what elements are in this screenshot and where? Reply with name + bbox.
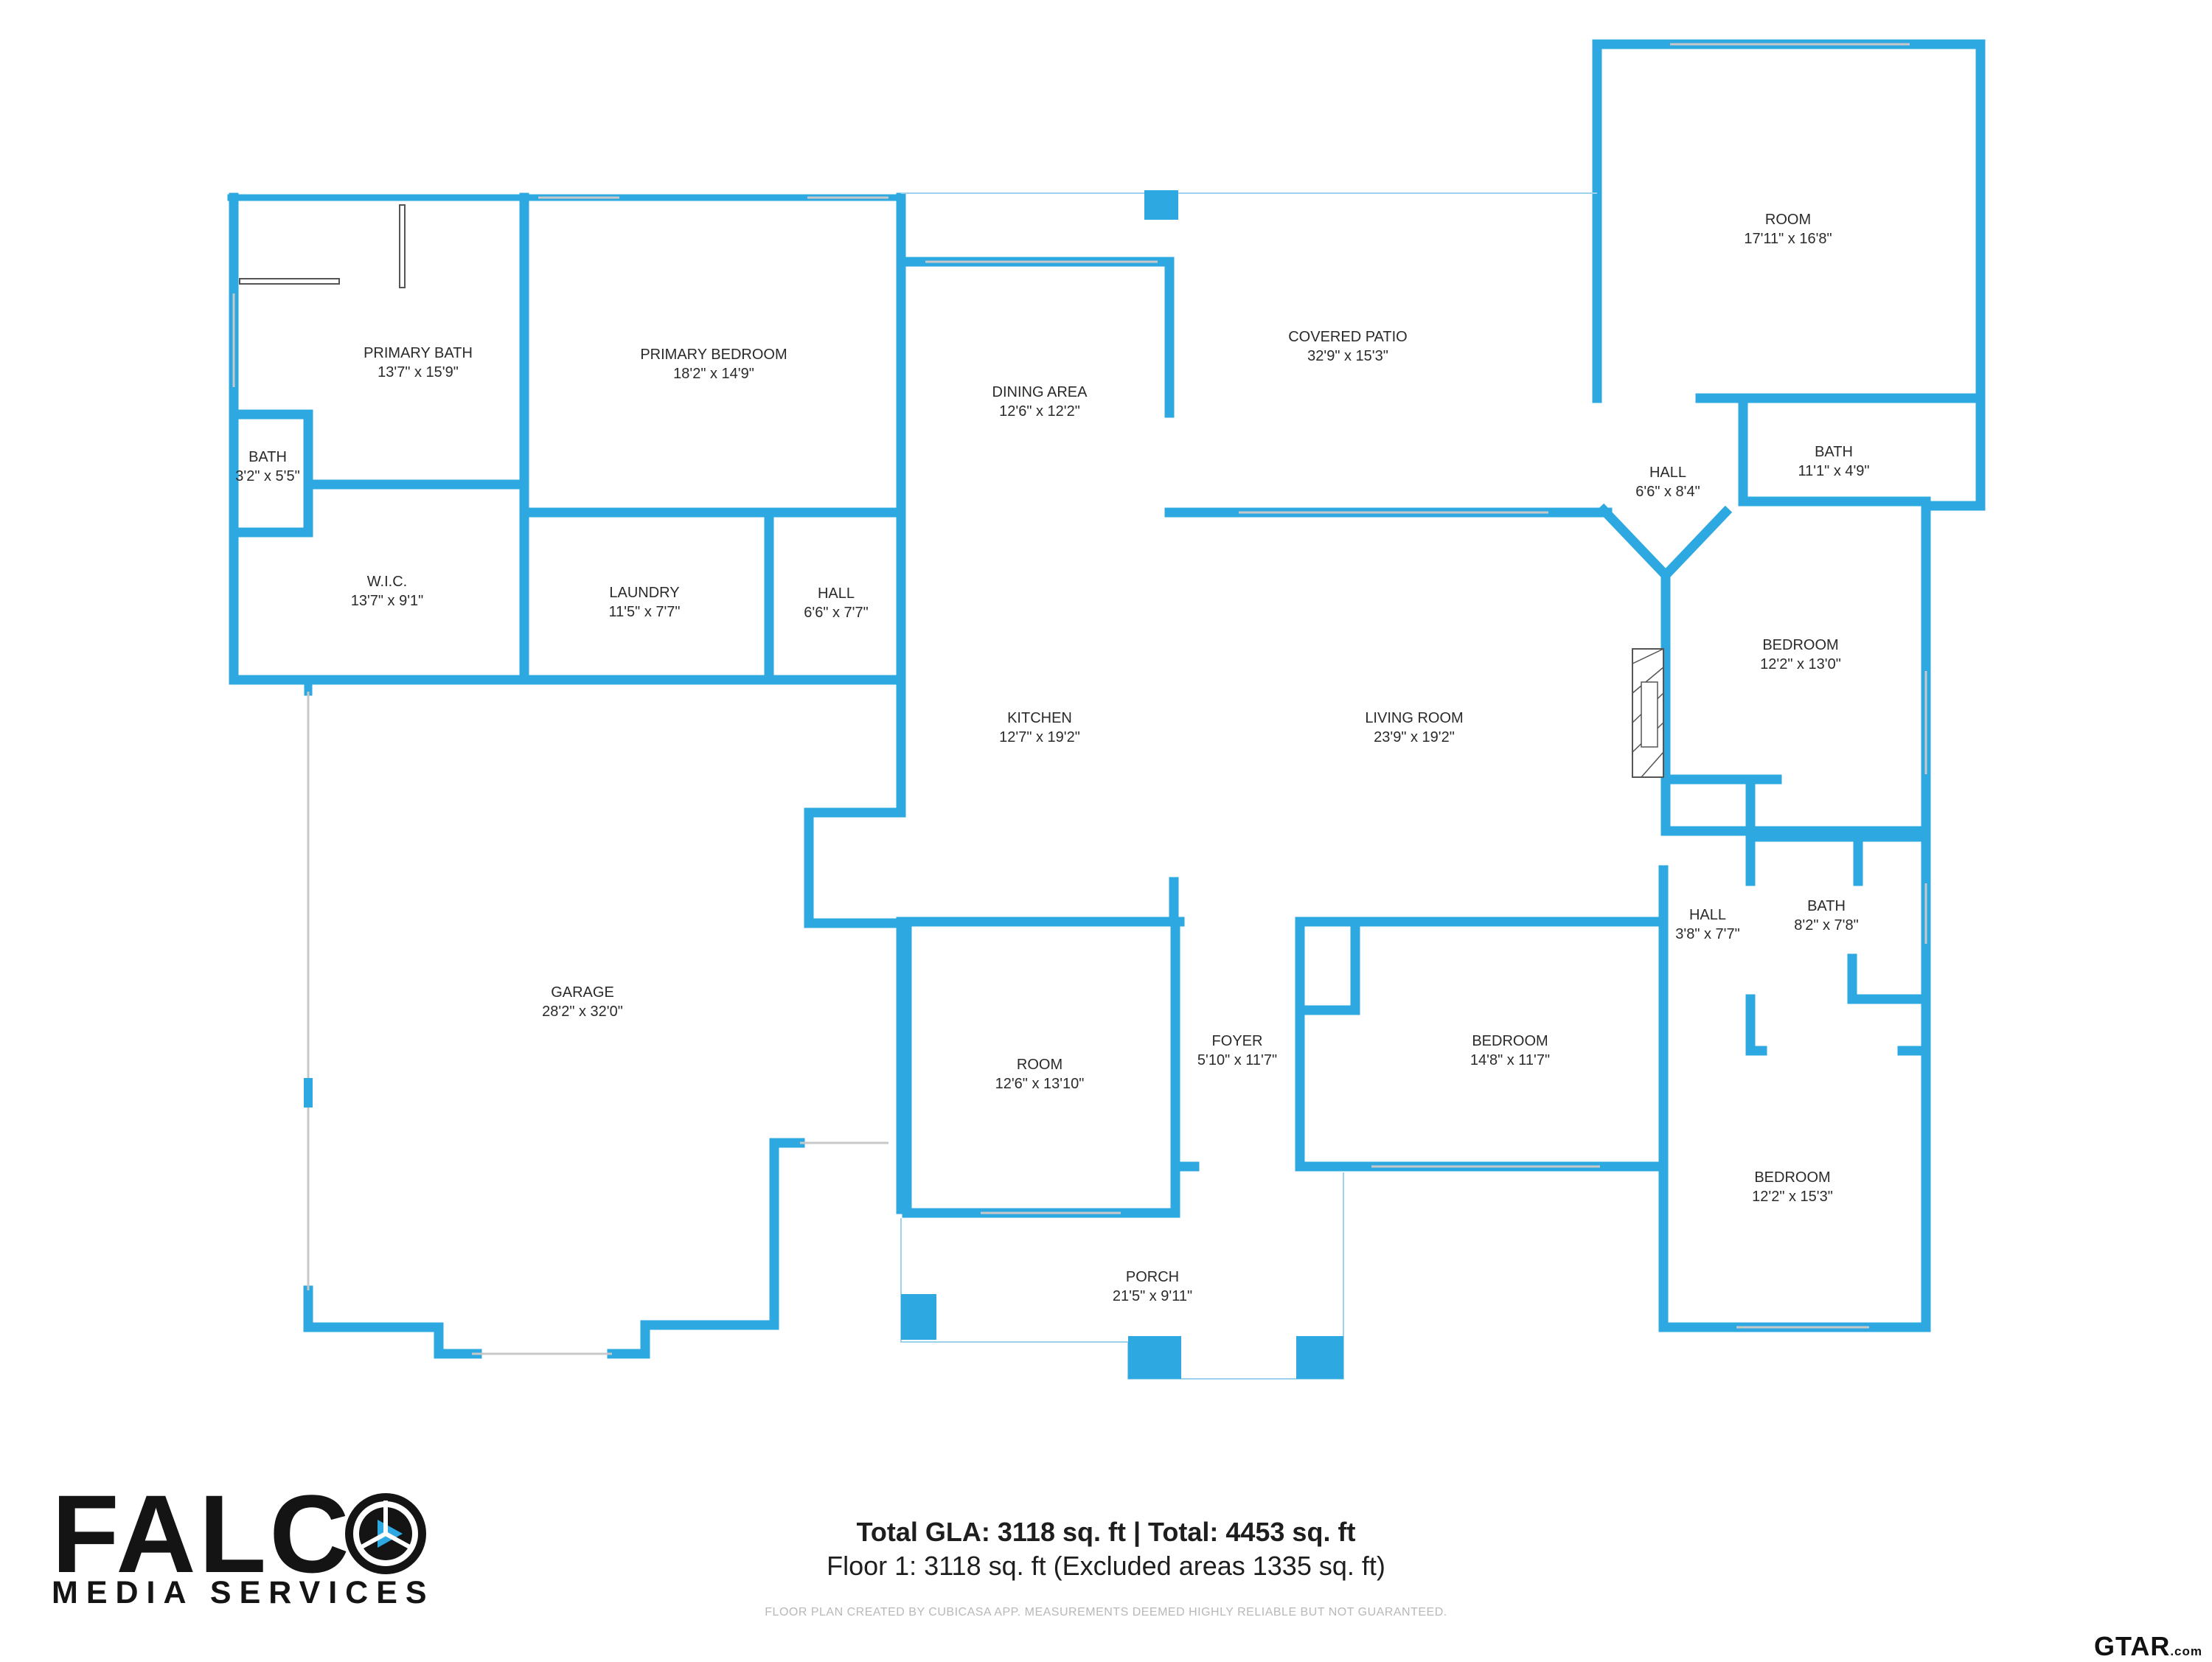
room-dim-foyer: 5'10" x 11'7" bbox=[1197, 1052, 1277, 1068]
floor-plan: PRIMARY BATH 13'7" x 15'9" PRIMARY BEDROOM… bbox=[227, 39, 1986, 1380]
wall-bath-mid bbox=[229, 409, 313, 538]
column bbox=[1296, 1336, 1343, 1379]
porch-edge bbox=[900, 1172, 1344, 1380]
gtar-suffix: .com bbox=[2170, 1644, 2203, 1658]
room-dim-room-upper: 17'11" x 16'8" bbox=[1744, 231, 1832, 247]
room-dim-dining-area: 12'6" x 12'2" bbox=[999, 403, 1080, 420]
room-dim-bath-right: 8'2" x 7'8" bbox=[1794, 917, 1858, 933]
room-dim-bedroom-front: 14'8" x 11'7" bbox=[1470, 1052, 1550, 1068]
columns bbox=[304, 190, 1343, 1379]
room-name-room-front: ROOM bbox=[1017, 1057, 1062, 1073]
room-name-bath-small: BATH bbox=[248, 449, 287, 465]
room-dim-hall-right: 3'8" x 7'7" bbox=[1675, 926, 1739, 942]
patio-outline bbox=[900, 192, 1597, 1380]
wall-room-upper bbox=[1592, 39, 1986, 1332]
room-name-covered-patio: COVERED PATIO bbox=[1288, 329, 1408, 345]
room-dim-hall-left: 6'6" x 7'7" bbox=[804, 605, 868, 621]
column bbox=[901, 1294, 936, 1340]
room-name-foyer: FOYER bbox=[1212, 1033, 1263, 1049]
logo-word: FALC bbox=[52, 1472, 352, 1596]
area-totals: Total GLA: 3118 sq. ft | Total: 4453 sq.… bbox=[664, 1515, 1548, 1583]
room-name-hall-upper-right: HALL bbox=[1649, 465, 1686, 481]
total-area-line: Total GLA: 3118 sq. ft | Total: 4453 sq.… bbox=[856, 1517, 1356, 1547]
room-name-laundry: LAUNDRY bbox=[609, 585, 679, 601]
column bbox=[1128, 1336, 1181, 1379]
walls bbox=[227, 39, 1986, 1359]
windows bbox=[232, 43, 1927, 1355]
room-dim-garage: 28'2" x 32'0" bbox=[542, 1004, 623, 1020]
gtar-main: GTAR bbox=[2094, 1631, 2171, 1661]
logo-subtitle: MEDIA SERVICES bbox=[52, 1575, 435, 1610]
room-dim-bedroom-right-lower: 12'2" x 15'3" bbox=[1752, 1189, 1833, 1205]
falco-logo: FALC MEDIA SERVICES bbox=[52, 1478, 435, 1611]
room-dim-bath-upper-right: 11'1" x 4'9" bbox=[1798, 463, 1869, 479]
room-name-bedroom-front: BEDROOM bbox=[1472, 1033, 1548, 1049]
room-name-room-upper: ROOM bbox=[1765, 212, 1811, 228]
room-dim-room-front: 12'6" x 13'10" bbox=[995, 1076, 1085, 1092]
room-name-primary-bedroom: PRIMARY BEDROOM bbox=[640, 347, 787, 363]
room-name-bedroom-right-upper: BEDROOM bbox=[1762, 637, 1838, 653]
room-name-bedroom-right-lower: BEDROOM bbox=[1754, 1169, 1830, 1186]
room-name-garage: GARAGE bbox=[551, 984, 614, 1001]
room-name-dining-area: DINING AREA bbox=[992, 384, 1088, 400]
gtar-watermark: GTAR.com bbox=[2094, 1631, 2202, 1662]
room-labels: PRIMARY BATH 13'7" x 15'9" PRIMARY BEDROOM… bbox=[235, 212, 1869, 1304]
room-dim-living-room: 23'9" x 19'2" bbox=[1374, 729, 1455, 745]
wall-bath-right-lower bbox=[1745, 994, 1767, 1056]
wall-hall-angle bbox=[1596, 503, 1733, 583]
room-name-hall-left: HALL bbox=[818, 585, 855, 602]
fireplace bbox=[1632, 648, 1664, 778]
room-dim-wic: 13'7" x 9'1" bbox=[351, 593, 424, 609]
wall-garage-right bbox=[804, 675, 906, 1214]
room-dim-covered-patio: 32'9" x 15'3" bbox=[1307, 348, 1388, 364]
disclaimer: FLOOR PLAN CREATED BY CUBICASA APP. MEAS… bbox=[765, 1606, 1447, 1618]
column bbox=[1144, 190, 1178, 220]
room-name-living-room: LIVING ROOM bbox=[1365, 710, 1463, 726]
room-name-kitchen: KITCHEN bbox=[1007, 710, 1072, 726]
play-circle-icon bbox=[345, 1493, 426, 1574]
room-name-porch: PORCH bbox=[1126, 1269, 1179, 1285]
wall-bedroom-right-upper bbox=[1660, 570, 1931, 836]
column bbox=[304, 1078, 313, 1108]
wall-garage-bottom-right bbox=[607, 1138, 805, 1359]
room-dim-bath-small: 3'2" x 5'5" bbox=[235, 468, 299, 484]
room-dim-hall-upper-right: 6'6" x 8'4" bbox=[1635, 484, 1700, 500]
room-dim-bedroom-right-upper: 12'2" x 13'0" bbox=[1760, 656, 1841, 672]
room-name-primary-bath: PRIMARY BATH bbox=[364, 345, 473, 361]
wall-foyer-closet bbox=[1295, 920, 1360, 1015]
floor-area-line: Floor 1: 3118 sq. ft (Excluded areas 133… bbox=[827, 1551, 1385, 1581]
room-name-bath-upper-right: BATH bbox=[1815, 444, 1853, 460]
room-dim-primary-bedroom: 18'2" x 14'9" bbox=[673, 366, 754, 382]
shower-glass bbox=[239, 204, 406, 288]
room-name-wic: W.I.C. bbox=[367, 574, 407, 590]
room-name-bath-right: BATH bbox=[1807, 898, 1846, 914]
wall-bath-right-bottom bbox=[1847, 953, 1931, 1004]
room-dim-laundry: 11'5" x 7'7" bbox=[608, 604, 680, 620]
room-dim-kitchen: 12'7" x 19'2" bbox=[999, 729, 1080, 745]
wall-garage-bottom-left bbox=[303, 1285, 482, 1359]
wall-bath-upper-right bbox=[1738, 393, 1931, 507]
room-dim-primary-bath: 13'7" x 15'9" bbox=[378, 364, 459, 380]
room-name-hall-right: HALL bbox=[1689, 907, 1726, 923]
room-dim-porch: 21'5" x 9'11" bbox=[1113, 1288, 1192, 1304]
